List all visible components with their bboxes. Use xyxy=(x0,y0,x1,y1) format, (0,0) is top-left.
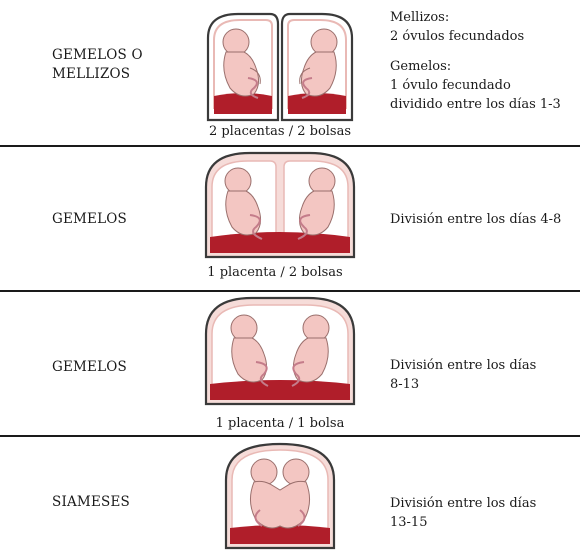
row-description: Mellizos: 2 óvulos fecundados Gemelos: 1… xyxy=(390,8,561,114)
shared-placenta xyxy=(230,525,330,544)
row-label: SIAMESES xyxy=(52,493,130,512)
row-description: División entre los días 8-13 xyxy=(390,356,536,394)
shared-placenta xyxy=(210,380,350,400)
row-siameses: SIAMESES División entre los días 13-15 xyxy=(0,437,580,555)
row-1-placenta-2-bolsas: GEMELOS 1 placenta / 2 bolsas División e… xyxy=(0,147,580,290)
row-description: División entre los días 4-8 xyxy=(390,210,561,229)
desc-line: 13-15 xyxy=(390,513,536,532)
row-label: GEMELOS O MELLIZOS xyxy=(52,46,143,84)
label-line: SIAMESES xyxy=(52,493,130,512)
row-label: GEMELOS xyxy=(52,358,127,377)
caption: 1 placenta / 1 bolsa xyxy=(200,416,360,432)
row-label: GEMELOS xyxy=(52,210,127,229)
illustration-1-sac-1-placenta xyxy=(200,296,360,411)
illustration-2-sacs-1-placenta xyxy=(200,151,360,263)
label-line: GEMELOS O xyxy=(52,46,143,65)
desc-line: Mellizos: xyxy=(390,8,561,27)
illustration-2-sacs-2-placentas xyxy=(200,8,360,133)
illustration-conjoined xyxy=(220,440,340,554)
caption: 1 placenta / 2 bolsas xyxy=(195,265,355,281)
desc-line: 8-13 xyxy=(390,375,536,394)
desc-line: Gemelos: xyxy=(390,57,561,76)
row-2-placentas-2-bolsas: GEMELOS O MELLIZOS 2 placentas / 2 bolsa… xyxy=(0,0,580,145)
desc-line: División entre los días xyxy=(390,494,536,513)
row-description: División entre los días 13-15 xyxy=(390,494,536,532)
desc-line xyxy=(390,46,561,57)
label-line: GEMELOS xyxy=(52,358,127,377)
caption: 2 placentas / 2 bolsas xyxy=(200,124,360,140)
row-1-placenta-1-bolsa: GEMELOS 1 placenta / 1 bolsa División en… xyxy=(0,292,580,435)
desc-line: dividido entre los días 1-3 xyxy=(390,95,561,114)
shared-placenta xyxy=(210,232,350,253)
desc-line: División entre los días 4-8 xyxy=(390,210,561,229)
label-line: GEMELOS xyxy=(52,210,127,229)
desc-line: 2 óvulos fecundados xyxy=(390,27,561,46)
label-line: MELLIZOS xyxy=(52,65,143,84)
desc-line: 1 óvulo fecundado xyxy=(390,76,561,95)
desc-line: División entre los días xyxy=(390,356,536,375)
